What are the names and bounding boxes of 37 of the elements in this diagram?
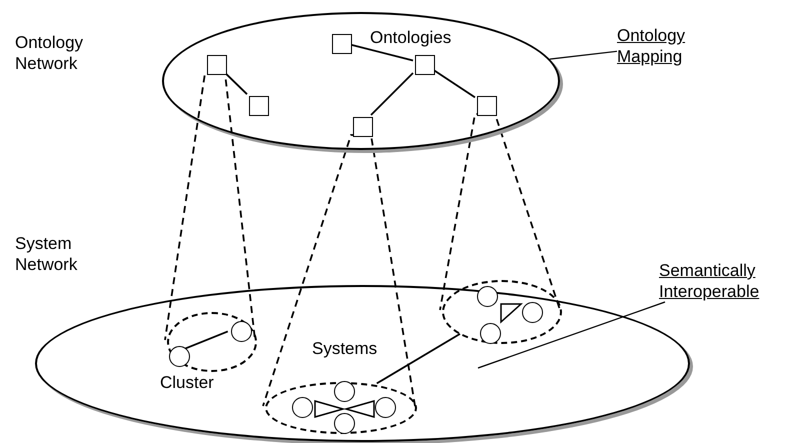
system-circle [375, 397, 396, 418]
system-circle [334, 381, 355, 402]
ontology-square [249, 96, 269, 116]
dashed-projection-lines [262, 134, 416, 407]
cluster-caption: Cluster [160, 373, 214, 393]
network-heading: Ontology Network [15, 32, 84, 74]
system-circle [334, 413, 355, 434]
callout-text: Semantically Interoperable [659, 260, 790, 302]
network-ellipse [162, 12, 560, 150]
system-circle [480, 323, 501, 344]
connector-line [224, 72, 248, 95]
ellipse-title: Systems [312, 339, 378, 359]
callout-text: Ontology Mapping [617, 25, 709, 67]
connector-line [184, 330, 228, 350]
cluster-ellipse [167, 312, 257, 372]
ellipse-title: Ontologies [370, 28, 452, 48]
ontology-square [332, 34, 352, 54]
dashed-projection-lines [439, 113, 561, 311]
ontology-square [353, 117, 373, 137]
ontology-square [415, 55, 435, 75]
ontology-square [477, 96, 497, 116]
ontology-square [207, 55, 227, 75]
leader-line [478, 301, 666, 369]
triangle-shape [346, 401, 374, 417]
triangle-shape [501, 304, 521, 322]
cluster-ellipse [265, 382, 417, 434]
triangle-shape [315, 401, 343, 417]
cluster-ellipse [442, 280, 562, 344]
leader-line [550, 50, 618, 60]
system-circle [169, 346, 190, 367]
system-circle [477, 286, 498, 307]
network-heading: System Network [15, 233, 78, 275]
connector-line [370, 72, 414, 116]
system-circle [522, 302, 543, 323]
system-circle [292, 397, 313, 418]
connector-line [376, 333, 460, 384]
system-circle [231, 321, 252, 342]
